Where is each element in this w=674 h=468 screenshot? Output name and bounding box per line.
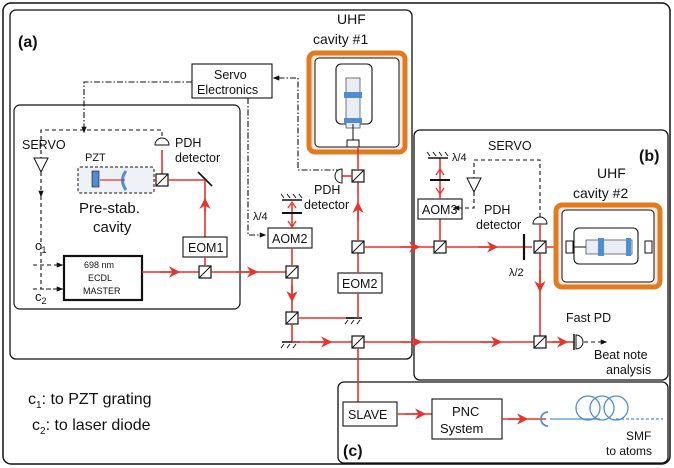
servo-electronics-line1: Servo xyxy=(214,68,247,82)
pdh-a-line2: detector xyxy=(175,151,220,165)
panel-a-label: (a) xyxy=(18,34,38,51)
servo-b-to-aom3-line xyxy=(452,192,475,211)
panel-c-label: (c) xyxy=(343,443,363,460)
pdh-a-detector-icon xyxy=(154,137,170,146)
pnc-system-box xyxy=(431,398,503,440)
slave-label: SLAVE xyxy=(348,408,387,422)
pdh-to-servo-line xyxy=(272,75,342,171)
pnc-line2: System xyxy=(440,421,483,436)
servo-electronics-line2: Electronics xyxy=(197,83,258,97)
ecdl-line2: ECDL xyxy=(88,273,112,283)
servo-b-label: SERVO xyxy=(488,139,532,153)
slave-box xyxy=(342,401,398,427)
fiber-coupler-icon xyxy=(540,411,549,427)
fast-pd-label: Fast PD xyxy=(566,311,611,325)
aom2-box xyxy=(267,227,313,249)
beat-note-line2: analysis xyxy=(606,363,651,377)
prestab-line1: Pre-stab. xyxy=(79,200,140,217)
eom2-box xyxy=(337,272,383,294)
fast-pd-icon xyxy=(575,334,584,350)
c1-label: c1 xyxy=(35,238,47,255)
prestab-cavity xyxy=(77,166,155,194)
servo-a-amplifier-icon xyxy=(33,157,49,174)
eom2-label: EOM2 xyxy=(342,277,377,291)
legend-c2: c2: to laser diode xyxy=(32,417,151,437)
smf-line2: to atoms xyxy=(606,444,652,458)
lambda4-b-label: λ/4 xyxy=(452,152,467,164)
pdh-a-to-servo-line xyxy=(40,129,163,158)
panel-a-frame xyxy=(9,9,413,360)
ecdl-line1: 698 nm xyxy=(84,260,114,270)
lambda2-label: λ/2 xyxy=(509,267,524,279)
eom1-label: EOM1 xyxy=(188,241,223,255)
c2-label: c2 xyxy=(35,289,47,306)
servo-electronics-box xyxy=(191,63,273,99)
ecdl-master-box xyxy=(62,254,144,302)
prestab-line2: cavity xyxy=(93,219,132,236)
servo-a-c2-line xyxy=(40,196,64,290)
uhf-cavity-1 xyxy=(306,50,408,155)
pdh-b-line1: PDH xyxy=(484,203,510,217)
pnc-line1: PNC xyxy=(452,404,479,419)
lambda4-a-label: λ/4 xyxy=(253,211,268,223)
smf-line1: SMF xyxy=(626,429,651,443)
beat-note-line1: Beat note xyxy=(594,348,648,362)
pdh-mid-detector-icon xyxy=(334,168,343,184)
servo-a-label: SERVO xyxy=(22,138,66,152)
pdh-mid-line1: PDH xyxy=(314,183,340,197)
pdh-b-detector-icon xyxy=(532,216,548,225)
pdh-b-line2: detector xyxy=(476,218,521,232)
uhf2-line1: UHF xyxy=(597,165,626,181)
uhf1-line2: cavity #1 xyxy=(313,31,368,47)
uhf-cavity-2 xyxy=(553,202,663,290)
legend-c1: c1: to PZT grating xyxy=(28,391,152,411)
pzt-label: PZT xyxy=(85,152,106,164)
pdh-b-to-servo-line xyxy=(473,159,541,217)
servo-b-amplifier-icon xyxy=(466,177,482,194)
uhf1-line1: UHF xyxy=(337,11,366,27)
ecdl-line3: MASTER xyxy=(83,286,121,296)
single-mode-fiber xyxy=(550,395,663,421)
panel-b-label: (b) xyxy=(639,148,659,165)
aom3-label: AOM3 xyxy=(422,203,457,217)
uhf2-line2: cavity #2 xyxy=(573,185,628,201)
prestab-box xyxy=(13,104,241,310)
panel-c-frame xyxy=(337,381,669,464)
servo-to-pzt-line xyxy=(81,81,192,134)
pdh-a-line1: PDH xyxy=(175,136,201,150)
mirror-a xyxy=(197,171,213,187)
aom2-label: AOM2 xyxy=(272,232,307,246)
panel-b-frame xyxy=(413,129,669,381)
pdh-mid-line2: detector xyxy=(304,198,349,212)
